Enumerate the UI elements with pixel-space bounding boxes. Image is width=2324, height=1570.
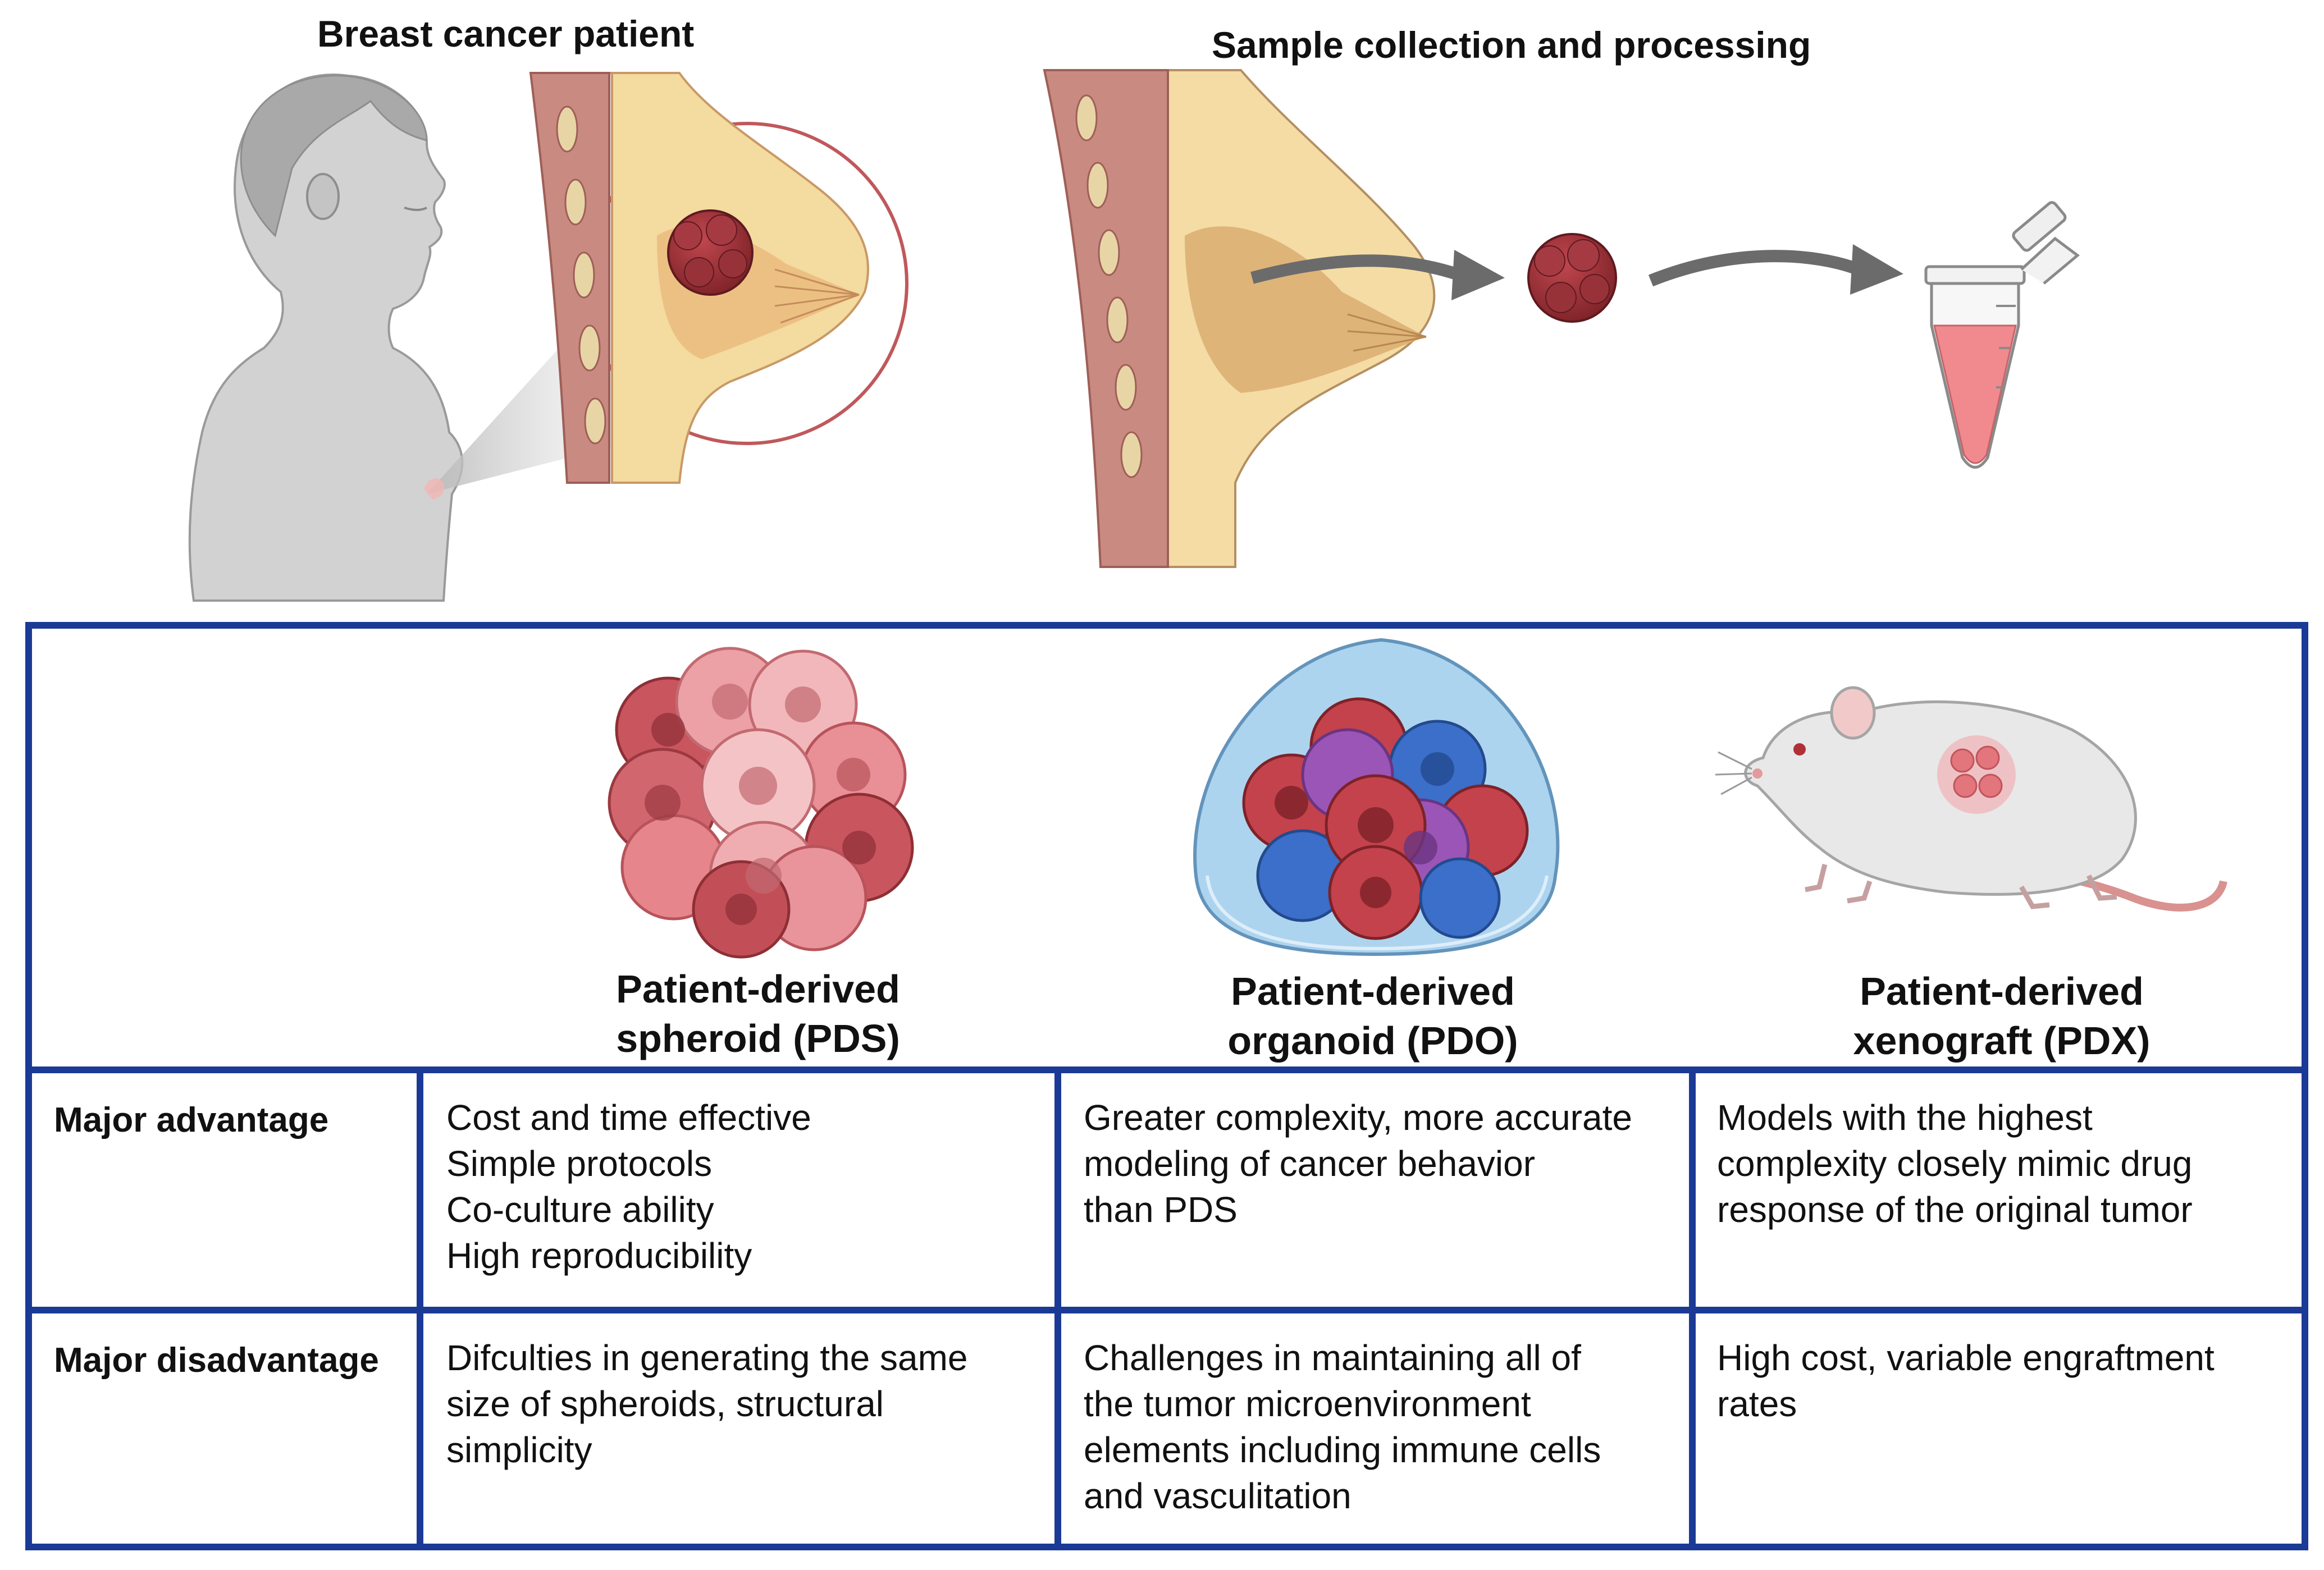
row-label-disadvantage: Major disadvantage — [54, 1341, 379, 1380]
table-divider — [1054, 1066, 1061, 1550]
microtube-icon — [1924, 201, 2080, 469]
table-divider — [417, 1066, 423, 1550]
tumor-icon — [667, 209, 754, 296]
arrow-icon — [1648, 244, 1903, 295]
sample-title: Sample collection and processing — [1212, 24, 1811, 66]
patient-title: Breast cancer patient — [317, 13, 695, 54]
mouse-icon — [1715, 686, 2227, 912]
tumor-icon — [1527, 233, 1617, 323]
table-divider — [25, 1066, 2308, 1073]
organoid-icon — [1193, 638, 1560, 956]
row-label-advantage: Major advantage — [54, 1101, 329, 1139]
top-illustration — [188, 69, 2080, 602]
woman-silhouette-icon — [188, 74, 464, 602]
spheroid-icon — [608, 647, 914, 959]
table-divider — [1689, 1066, 1696, 1550]
table-divider — [25, 1307, 2308, 1313]
model-illustration — [608, 638, 2227, 959]
comparison-table — [25, 622, 2308, 1550]
arrow-icon — [1250, 250, 1505, 300]
breast-cross-section-icon — [1043, 69, 1436, 568]
